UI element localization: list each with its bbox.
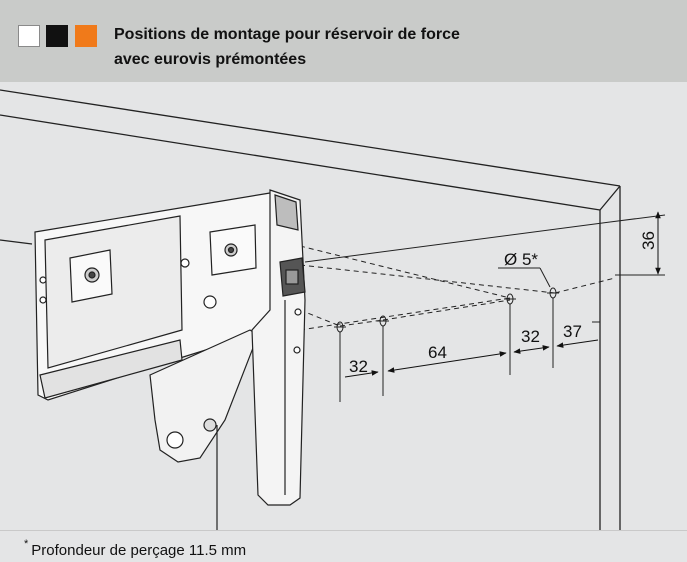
- dim-height: 36: [639, 231, 658, 250]
- technical-drawing: 32 64 32 37 Ø 5* 36: [0, 82, 687, 530]
- drawing-svg: 32 64 32 37 Ø 5* 36: [0, 89, 666, 530]
- dashed-hole-axes: [299, 245, 616, 331]
- figure-header: Positions de montage pour réservoir de f…: [0, 0, 687, 82]
- title-line-2: avec eurovis prémontées: [114, 51, 307, 68]
- extension-lines: [339, 267, 600, 402]
- legend-orange-square: [75, 25, 97, 47]
- dim-spacing-mid: 64: [428, 343, 447, 362]
- footnote-text: Profondeur de perçage 11.5 mm: [31, 542, 247, 559]
- dimension-lines: [344, 211, 661, 378]
- footnote-asterisk: *: [24, 538, 29, 550]
- legend-black-square: [46, 25, 68, 47]
- dim-edge-offset: 37: [563, 322, 582, 341]
- footnote: *Profondeur de perçage 11.5 mm: [24, 538, 247, 559]
- figure-title: Positions de montage pour réservoir de f…: [114, 22, 634, 72]
- cabinet-outline: [0, 89, 621, 530]
- lift-mechanism-plate: [34, 192, 291, 401]
- reference-lines: [304, 214, 666, 276]
- title-line-1: Positions de montage pour réservoir de f…: [114, 26, 460, 43]
- legend-white-square: [18, 25, 40, 47]
- mounting-bracket: [251, 189, 306, 506]
- footnote-bar: *Profondeur de perçage 11.5 mm: [0, 530, 687, 562]
- dim-hole-diameter: Ø 5*: [504, 250, 538, 269]
- dimension-labels: 32 64 32 37 Ø 5* 36: [349, 231, 658, 376]
- dim-spacing-left: 32: [349, 357, 368, 376]
- dim-spacing-right: 32: [521, 327, 540, 346]
